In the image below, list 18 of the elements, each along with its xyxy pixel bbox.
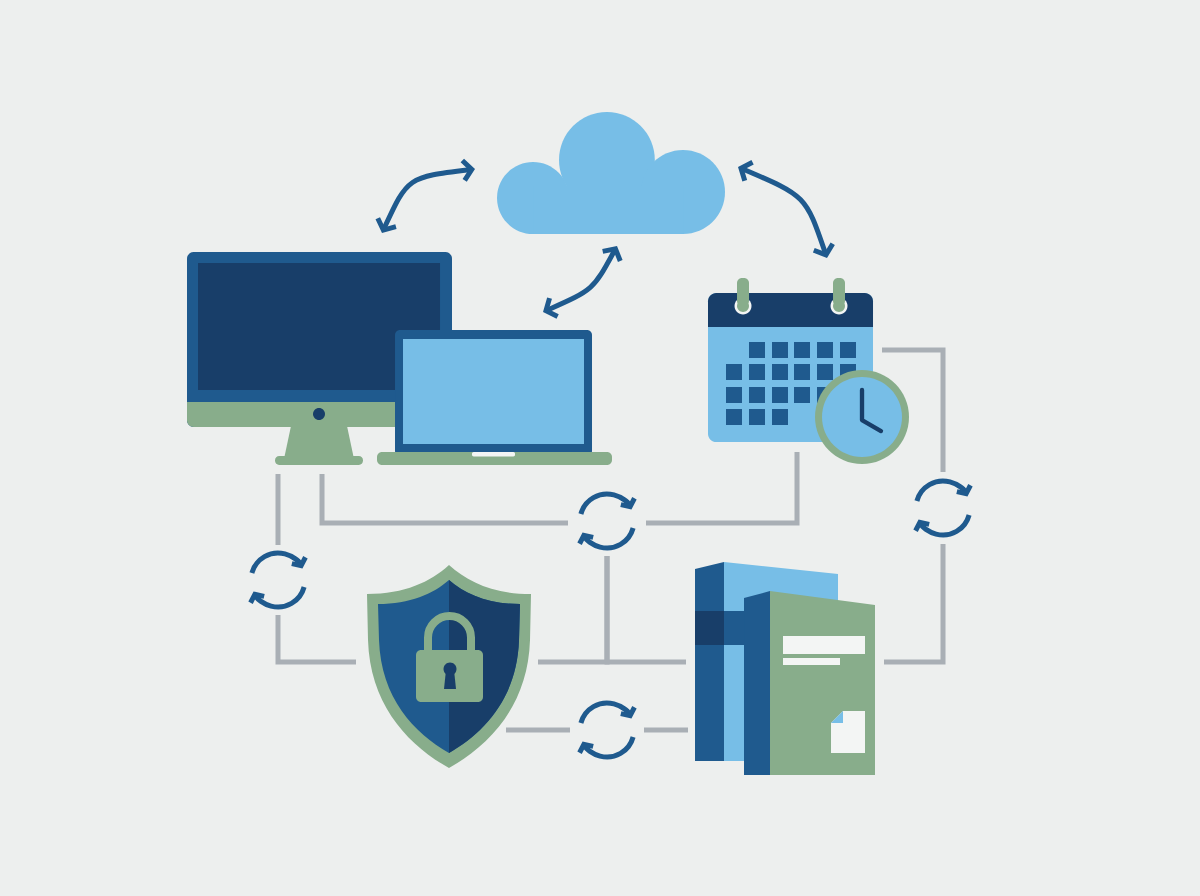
connector-line [506,727,570,733]
connector-line [644,727,688,733]
laptop [377,330,612,465]
shield-with-padlock [367,565,531,768]
sync-icon [577,700,637,760]
connector-line [275,615,356,665]
sync-icon [913,478,973,538]
books [695,562,875,775]
connector-line [604,556,686,665]
curved-arrow [543,246,623,319]
connector-line [884,544,946,665]
connector-line [319,474,568,526]
connector-line [275,474,281,545]
curved-arrow [738,160,835,258]
cloud [497,112,725,234]
sync-icon [248,550,308,610]
connector-line [646,452,800,526]
sync-icon [577,491,637,551]
